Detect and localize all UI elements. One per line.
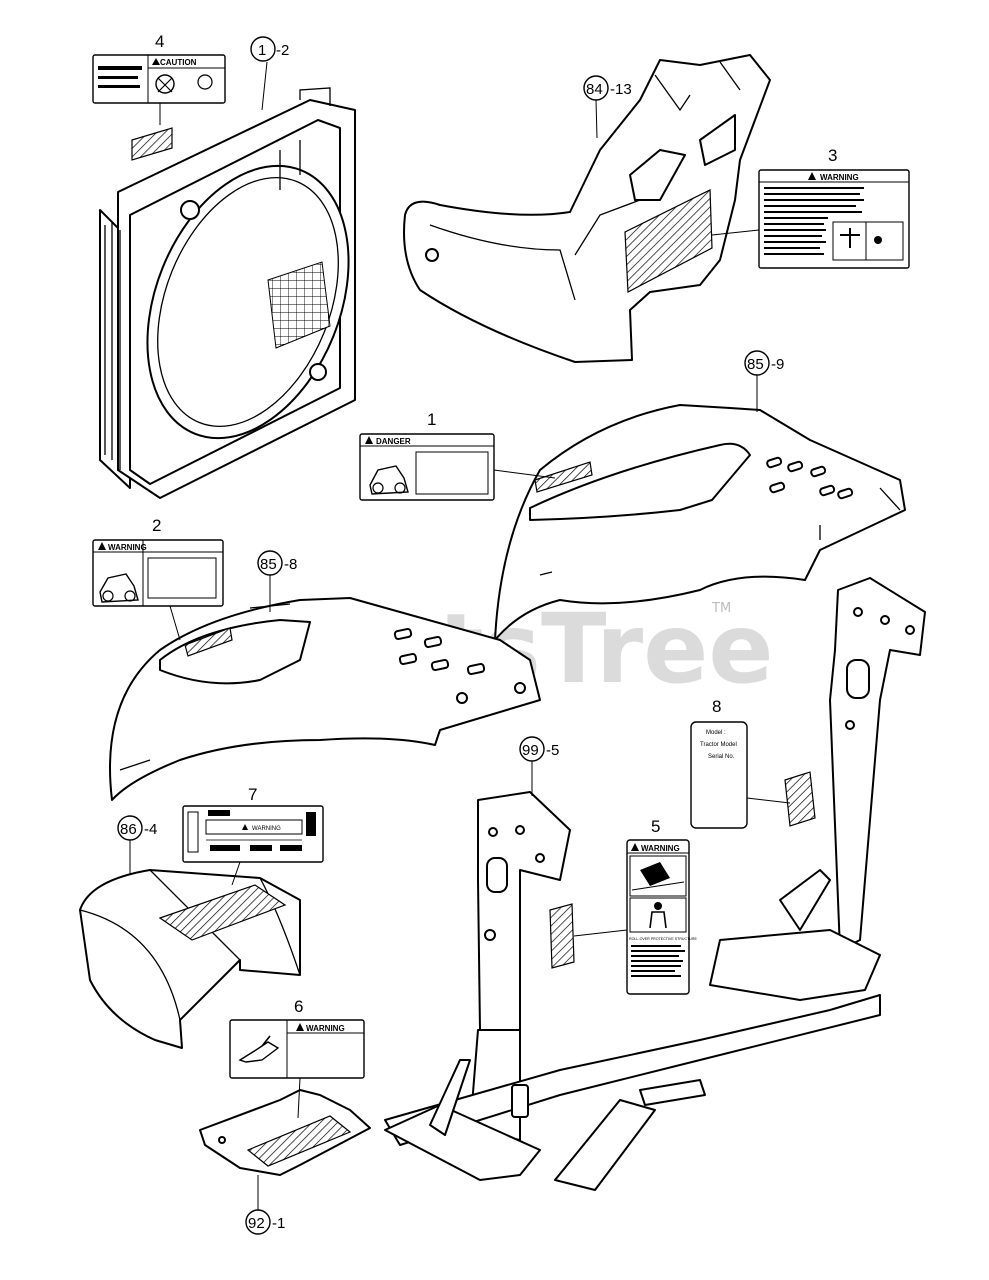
callout-86-4-qty: -4 xyxy=(144,821,157,838)
callout-84-13-qty: -13 xyxy=(610,81,632,98)
callout-92-1-number: 92 xyxy=(248,1215,265,1232)
label-2-header: WARNING xyxy=(108,543,147,552)
label-8-serial-plate[interactable]: 8 Model : Tractor Model Serial No. xyxy=(690,697,791,829)
callout-99-5[interactable]: 99 -5 xyxy=(519,736,559,796)
label-8-line3: Serial No. xyxy=(708,754,735,760)
label-1-danger[interactable]: 1 DANGER xyxy=(359,410,556,501)
label-5-rops-warning[interactable]: 5 WARNING ROLL-OVER PROTECTIVE STRUCTURE xyxy=(573,817,697,995)
callout-85-9[interactable]: 85 -9 xyxy=(744,350,784,412)
label-7-warning[interactable]: 7 WARNING xyxy=(182,785,324,886)
callout-86-4[interactable]: 86 -4 xyxy=(117,815,157,875)
label-6-header: WARNING xyxy=(306,1024,345,1033)
label-7-header: WARNING xyxy=(252,826,281,832)
callout-92-1-qty: -1 xyxy=(272,1215,285,1232)
callout-85-8-number: 85 xyxy=(260,556,277,573)
label-7-number: 7 xyxy=(248,785,257,804)
label-8-number: 8 xyxy=(712,697,721,716)
callout-84-13-number: 84 xyxy=(586,81,603,98)
label-1-number: 1 xyxy=(427,410,436,429)
label-2-warning[interactable]: 2 WARNING xyxy=(92,516,224,641)
rops-frame-part[interactable] xyxy=(384,577,926,1191)
label-3-number: 3 xyxy=(828,146,837,165)
floor-mat-part[interactable] xyxy=(199,1089,371,1176)
callout-99-5-number: 99 xyxy=(522,742,539,759)
fender-right-part[interactable] xyxy=(109,597,541,801)
callout-86-4-number: 86 xyxy=(120,821,137,838)
label-1-header: DANGER xyxy=(376,437,411,446)
label-8-line1: Model : xyxy=(706,730,726,736)
callout-85-9-qty: -9 xyxy=(771,356,784,373)
fender-left-part[interactable] xyxy=(494,404,906,641)
label-2-number: 2 xyxy=(152,516,161,535)
watermark-trademark: TM xyxy=(711,601,731,616)
callout-85-8-qty: -8 xyxy=(284,556,297,573)
callout-92-1[interactable]: 92 -1 xyxy=(245,1175,285,1235)
callout-1-2-qty: -2 xyxy=(276,42,289,59)
step-cover-part[interactable] xyxy=(79,869,301,1049)
label-4-header: CAUTION xyxy=(160,58,197,67)
label-3-header: WARNING xyxy=(820,173,859,182)
callout-1-2[interactable]: 1 -2 xyxy=(250,36,289,111)
label-5-number: 5 xyxy=(651,817,660,836)
label-4-caution[interactable]: 4 CAUTION xyxy=(92,32,226,125)
label-4-number: 4 xyxy=(155,32,164,51)
label-3-warning[interactable]: 3 WARNING xyxy=(711,146,910,269)
callout-99-5-qty: -5 xyxy=(546,742,559,759)
label-5-subheader: ROLL-OVER PROTECTIVE STRUCTURE xyxy=(629,937,697,941)
callout-84-13[interactable]: 84 -13 xyxy=(583,75,632,139)
label-8-line2: Tractor Model xyxy=(700,742,737,748)
radiator-shroud-part[interactable] xyxy=(99,87,386,499)
label-6-warning[interactable]: 6 WARNING xyxy=(229,997,365,1119)
label-6-number: 6 xyxy=(294,997,303,1016)
label-5-header: WARNING xyxy=(641,844,680,853)
seat-fender-part[interactable] xyxy=(403,54,771,363)
callout-1-2-number: 1 xyxy=(258,42,266,59)
callout-85-9-number: 85 xyxy=(747,356,764,373)
callout-85-8[interactable]: 85 -8 xyxy=(257,550,297,612)
